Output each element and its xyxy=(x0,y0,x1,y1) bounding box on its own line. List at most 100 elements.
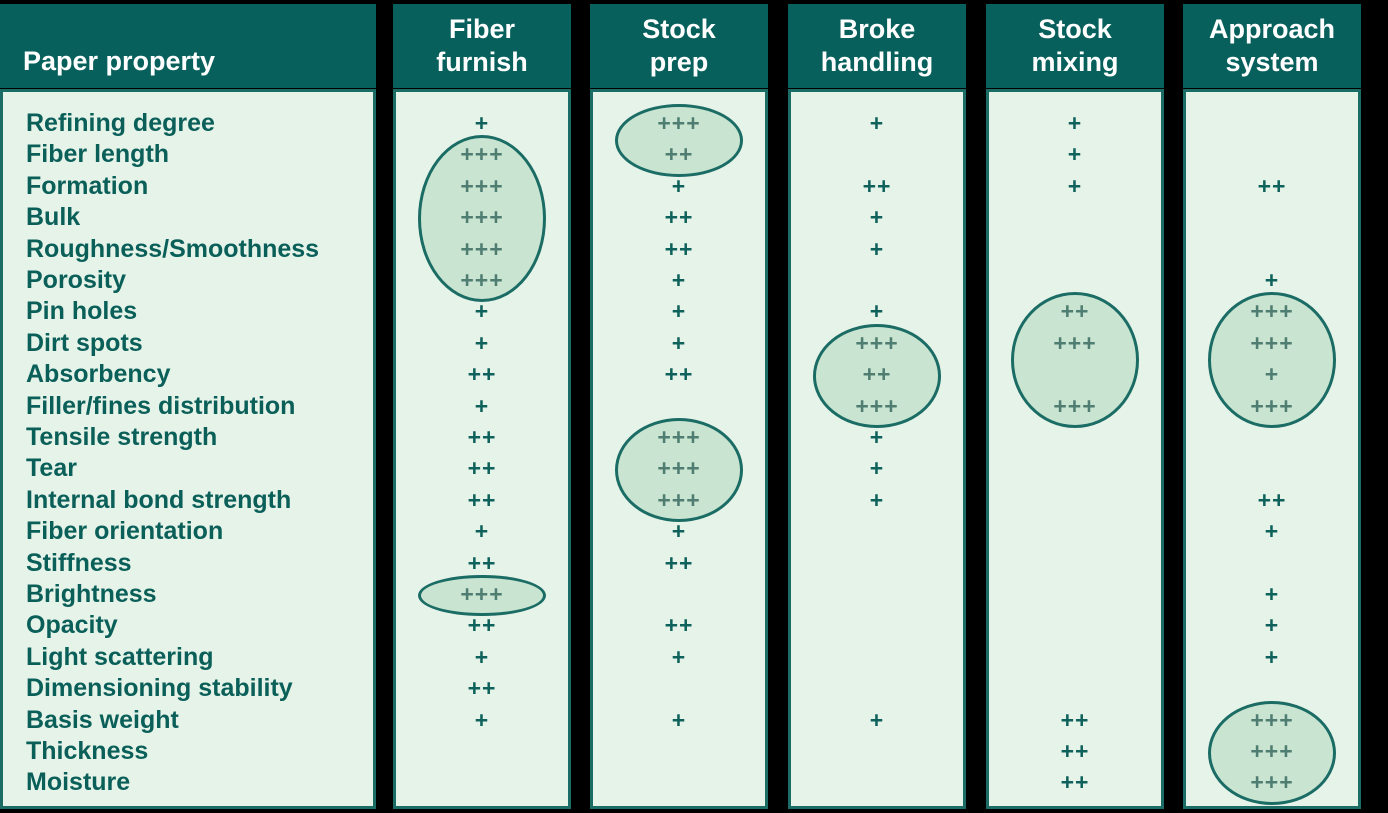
rating-cell: +++ xyxy=(1250,738,1294,764)
rating-cell: ++ xyxy=(664,204,694,231)
rating-cell: ++ xyxy=(467,486,497,513)
property-label: Formation xyxy=(26,171,149,200)
rating-cell: + xyxy=(869,235,885,262)
property-label: Tensile strength xyxy=(26,423,218,451)
property-label: Roughness/Smoothness xyxy=(26,234,320,263)
property-label: Light scattering xyxy=(26,642,214,671)
rating-cell: + xyxy=(671,298,687,325)
rating-cell: + xyxy=(1067,172,1083,199)
rating-cell: ++ xyxy=(467,675,497,702)
rating-cell: +++ xyxy=(460,204,504,231)
rating-cell: +++ xyxy=(657,110,701,136)
rating-cell: ++ xyxy=(1257,172,1287,199)
rating-cell: + xyxy=(869,706,885,733)
rating-cell: + xyxy=(671,329,687,356)
rating-cell: + xyxy=(1067,110,1083,136)
property-label: Internal bond strength xyxy=(26,485,292,514)
rating-cell: ++ xyxy=(1257,486,1287,513)
rating-cell: + xyxy=(671,643,687,670)
rating-cell: ++ xyxy=(862,172,892,199)
property-label: Brightness xyxy=(26,580,157,608)
rating-cell: + xyxy=(869,110,885,136)
rating-cell: + xyxy=(1067,141,1083,168)
rating-cell: ++ xyxy=(664,549,694,576)
rating-cell: + xyxy=(1264,581,1280,607)
property-label: Filler/fines distribution xyxy=(26,391,296,420)
column-body: +++++++++++++++++++++++++++++++++++++++ xyxy=(393,89,571,809)
property-label: Dimensioning stability xyxy=(26,674,293,703)
property-label: Fiber length xyxy=(26,140,170,169)
column-header-paper-property: Paper property xyxy=(0,4,376,88)
rating-cell: ++ xyxy=(467,455,497,482)
rating-cell: ++ xyxy=(467,612,497,639)
rating-cell: + xyxy=(869,424,885,450)
rating-cell: ++ xyxy=(1060,298,1090,325)
rating-cell: +++ xyxy=(460,267,504,293)
rating-cell: ++ xyxy=(467,424,497,450)
property-label: Dirt spots xyxy=(26,328,143,357)
rating-cell: + xyxy=(474,643,490,670)
rating-cell: + xyxy=(474,392,490,419)
rating-cell: + xyxy=(671,172,687,199)
column-body: +++++++++++++++++++++++++++++++ xyxy=(590,89,768,809)
rating-cell: + xyxy=(869,204,885,231)
rating-cell: +++ xyxy=(460,172,504,199)
rating-cell: + xyxy=(671,706,687,733)
highlight-oval xyxy=(813,323,941,428)
rating-cell: + xyxy=(474,706,490,733)
rating-cell: ++ xyxy=(664,612,694,639)
rating-cell: + xyxy=(474,110,490,136)
rating-cell: ++ xyxy=(664,361,694,388)
rating-cell: ++ xyxy=(1060,769,1090,796)
rating-cell: + xyxy=(474,298,490,325)
rating-cell: +++ xyxy=(460,141,504,168)
rating-cell: ++ xyxy=(664,235,694,262)
property-label: Porosity xyxy=(26,266,127,294)
rating-cell: ++ xyxy=(1060,706,1090,733)
rating-cell: +++ xyxy=(1250,298,1294,325)
property-label: Refining degree xyxy=(26,109,215,137)
rating-cell: ++ xyxy=(664,141,694,168)
rating-cell: +++ xyxy=(1250,706,1294,733)
rating-cell: + xyxy=(671,267,687,293)
rating-cell: +++ xyxy=(1053,329,1097,356)
property-label: Opacity xyxy=(26,611,118,640)
rating-cell: ++ xyxy=(467,361,497,388)
column-body: +++++++++++++++++ xyxy=(986,89,1164,809)
rating-cell: ++ xyxy=(1060,738,1090,764)
highlight-oval xyxy=(418,575,546,617)
rating-cell: ++ xyxy=(467,549,497,576)
rating-cell: +++ xyxy=(1250,392,1294,419)
highlight-oval xyxy=(615,104,743,177)
highlight-oval xyxy=(1011,292,1139,428)
rating-cell: +++ xyxy=(1250,769,1294,796)
rating-cell: + xyxy=(474,518,490,545)
property-label: Fiber orientation xyxy=(26,517,224,546)
highlight-oval xyxy=(418,135,546,303)
rating-cell: + xyxy=(1264,361,1280,388)
rating-cell: + xyxy=(1264,518,1280,545)
rating-cell: + xyxy=(869,298,885,325)
property-label: Moisture xyxy=(26,768,131,797)
rating-cell: + xyxy=(474,329,490,356)
rating-cell: +++ xyxy=(460,235,504,262)
rating-cell: + xyxy=(671,518,687,545)
rating-cell: + xyxy=(1264,643,1280,670)
rating-cell: +++ xyxy=(855,392,899,419)
